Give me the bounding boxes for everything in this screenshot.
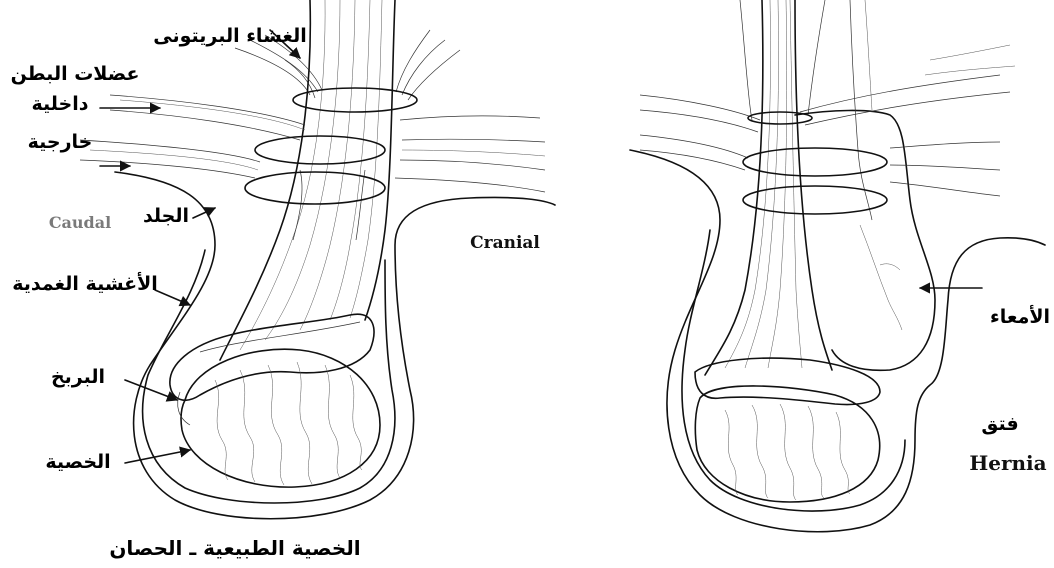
label-tunica-vaginalis: الأغشية الغمدية (12, 272, 158, 295)
left-labels: الغشاء البريتونى عضلات البطن داخلية خارج… (11, 25, 541, 560)
spermatic-cord (220, 0, 395, 360)
testis-body (170, 314, 380, 487)
label-caudal: Caudal (49, 213, 111, 232)
normal-testis-drawing (80, 0, 555, 519)
label-external: خارجية (28, 131, 93, 153)
label-intestines: الأمعاء (990, 305, 1050, 328)
label-testis: الخصية (45, 451, 110, 473)
label-cranial: Cranial (470, 233, 540, 253)
hernia-testis-body (695, 358, 880, 502)
label-internal: داخلية (32, 93, 89, 115)
label-peritoneum: الغشاء البريتونى (153, 25, 307, 47)
label-abdominal-muscles: عضلات البطن (11, 63, 140, 85)
left-arrows (100, 30, 300, 463)
label-hernia-en: Hernia (969, 451, 1046, 475)
hernia-muscle-layers (640, 45, 1015, 196)
hernia-spermatic-cord (705, 0, 832, 375)
hernia-inguinal-rings (743, 112, 887, 214)
label-skin: الجلد (143, 205, 189, 227)
label-epididymis: البربخ (51, 366, 105, 388)
right-labels: الأمعاء فتق Hernia (969, 305, 1050, 475)
caption-normal: الخصية الطبيعية ـ الحصان (109, 536, 360, 560)
label-hernia-ar: فتق (981, 413, 1018, 435)
